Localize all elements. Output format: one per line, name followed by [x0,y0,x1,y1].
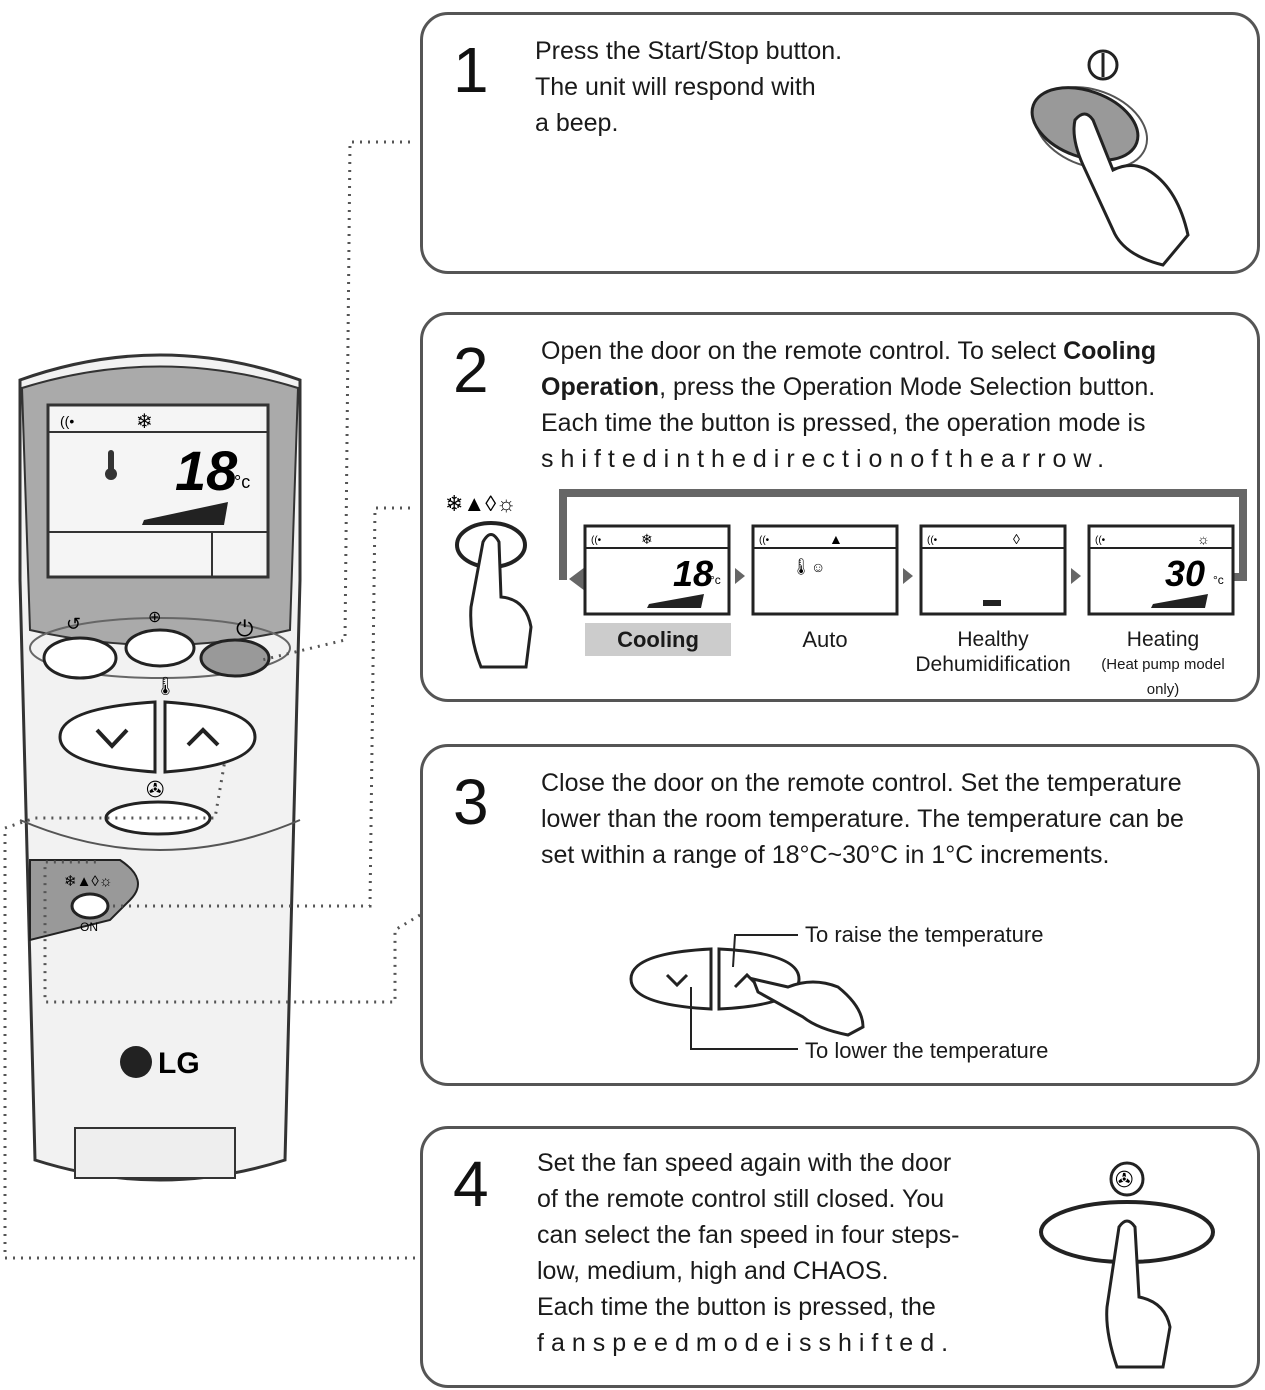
hand-icon [1072,112,1190,267]
fan-icon [1109,1161,1145,1197]
hand-icon [1105,1219,1172,1369]
temperature-buttons-illustration [629,934,865,1050]
svg-text:✇: ✇ [1115,1167,1133,1192]
cooling-unit: °c [710,573,721,587]
hand-icon [469,533,533,669]
chevron-down-icon [665,973,689,988]
lg-logo-icon [120,1046,152,1078]
heating-unit: °c [1213,573,1224,587]
heating-temp: 30 [1165,553,1205,594]
svg-text:((•: ((• [1095,535,1106,546]
svg-text:❄: ❄ [641,531,653,547]
svg-text:((•: ((• [927,535,938,546]
mode-select-button[interactable] [70,892,110,920]
swing-icon: ↺ [66,614,81,634]
step-4-text: Set the fan speed again with the door of… [537,1149,960,1357]
mode-label-auto: Auto [802,627,848,652]
svg-text:((•: ((• [591,535,602,546]
step-4-panel: 4 Set the fan speed again with the door … [420,1126,1260,1388]
svg-text:☼: ☼ [1197,531,1210,547]
cooling-temp: 18 [673,553,713,594]
lcd-main-temp: 18 [175,439,238,502]
hand-icon [750,976,865,1037]
step-2-panel: 2 Open the door on the remote control. T… [420,312,1260,702]
air-clean-icon: ⊕ [148,609,161,626]
mode-select-hand-illustration: ❄▲◊☼ [445,491,533,669]
step-1-number: 1 [453,34,489,106]
mode-cycle-arrow [559,489,1247,591]
brand-logo: LG [158,1047,200,1080]
heating-screen: ((• ☼ 30 °c [1087,524,1235,616]
temp-down-button[interactable] [58,700,157,774]
raise-temp-callout: To raise the temperature [805,922,1044,947]
svg-text:☺: ☺ [811,559,825,575]
step-2-text: Open the door on the remote control. To … [541,337,1157,473]
chevron-up-icon [186,727,220,747]
step-3-text: Close the door on the remote control. Se… [541,769,1184,869]
lcd-main-unit: °c [234,472,250,492]
svg-text:▲: ▲ [829,531,843,547]
step-1-text: Press the Start/Stop button. The unit wi… [535,37,843,137]
on-label: ON [80,920,98,934]
remote-control-illustration: ((• ❄ 18 °c ↺ ⊕ ⏻ 🌡 ✇ ❄▲◊☼ ON LG [18,353,302,1182]
swing-button[interactable] [42,636,118,680]
fan-speed-press-illustration: ✇ [1039,1161,1215,1369]
press-start-stop-illustration [1030,49,1190,267]
step-3-panel: 3 Close the door on the remote control. … [420,744,1260,1086]
start-stop-button[interactable] [199,638,271,678]
mode-label-cooling: Cooling [585,623,731,656]
fan-speed-button[interactable] [104,800,212,836]
fan-icon: ✇ [146,777,164,802]
step-3-number: 3 [453,766,489,838]
svg-text:((•: ((• [759,535,770,546]
wifi-icon: ((• [60,413,74,429]
step-1-panel: 1 Press the Start/Stop button. The unit … [420,12,1260,274]
fan-speed-bars [142,502,228,525]
snowflake-icon: ❄ [136,411,153,433]
dehumidification-screen: ((• ◊ [919,524,1067,616]
dotted-connectors [3,140,421,1260]
svg-text:🌡: 🌡 [791,558,811,576]
mode-screens: ((• ❄ 18 °c ((• ▲ 🌡☺ ((• ◊ ((• ☼ 30 °c [583,524,1235,616]
auto-screen: ((• ▲ 🌡☺ [751,524,899,616]
power-icon [1087,49,1119,81]
cooling-screen: ((• ❄ 18 °c [583,524,731,616]
svg-text:◊: ◊ [1013,531,1020,547]
thermometer-small-icon: 🌡 [154,676,177,696]
thermometer-icon [108,450,114,472]
mode-icons: ❄▲◊☼ [445,491,516,516]
lower-temp-callout: To lower the temperature [805,1038,1049,1063]
step-4-number: 4 [453,1148,489,1220]
chevron-down-icon [95,728,129,749]
mode-label-heating: Heating(Heat pump model only) [1101,628,1225,698]
power-icon: ⏻ [236,616,253,641]
mode-icons: ❄▲◊☼ [64,873,113,890]
step-2-number: 2 [453,334,489,406]
air-clean-button[interactable] [124,628,196,668]
